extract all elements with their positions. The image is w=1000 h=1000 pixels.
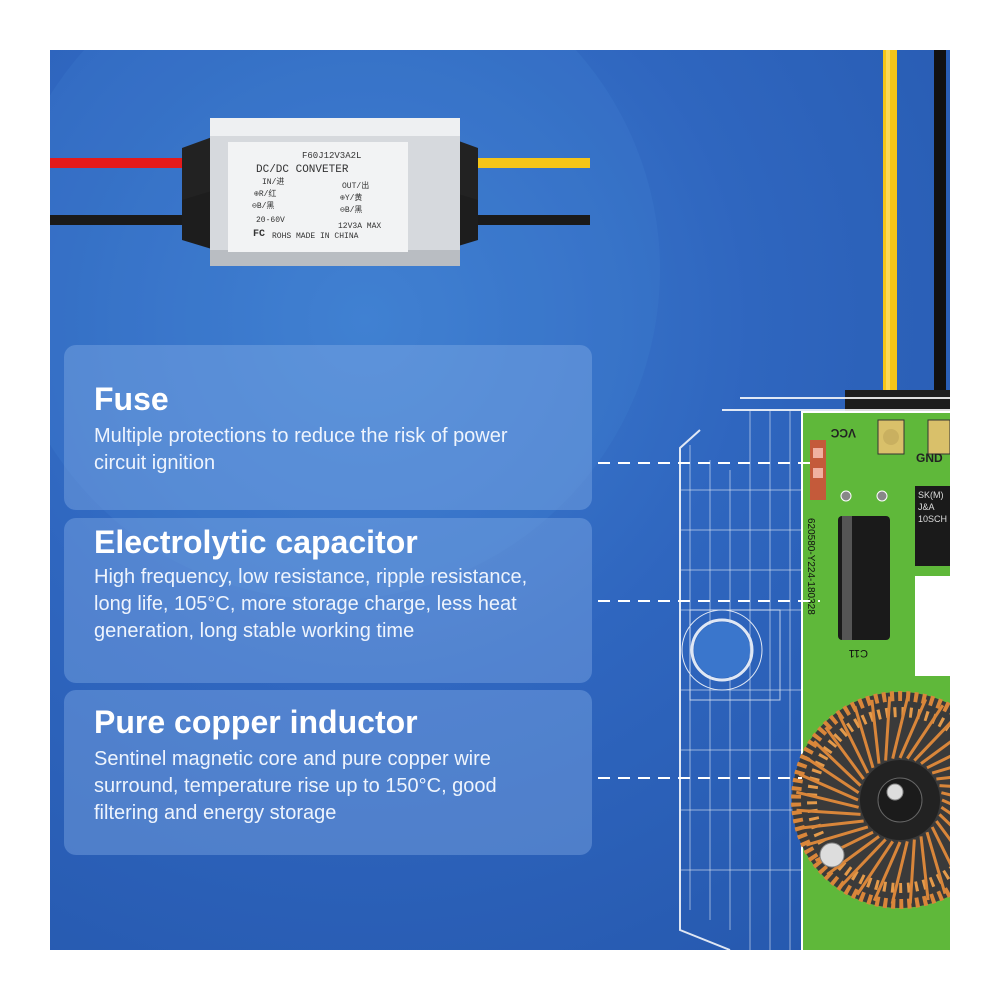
feature-title-capacitor: Electrolytic capacitor	[94, 524, 418, 560]
gnd-label: GND	[916, 451, 943, 465]
feature-card-fuse: Fuse Multiple protections to reduce the …	[64, 345, 592, 510]
converter-input-pos: ⊕R/红	[254, 188, 276, 199]
converter-input-neg: ⊖B/黑	[252, 201, 274, 211]
converter-input-label: IN/进	[262, 177, 284, 187]
copper-inductor	[791, 691, 950, 909]
product-image-stage: F60J12V3A2L DC/DC CONVETER IN/进 OUT/出 ⊕R…	[50, 50, 950, 950]
callout-lines	[598, 462, 820, 779]
black-input-wire	[50, 215, 190, 225]
converter-output-neg: ⊖B/黑	[340, 205, 362, 215]
product-illustration: F60J12V3A2L DC/DC CONVETER IN/进 OUT/出 ⊕R…	[50, 50, 950, 950]
feature-title-inductor: Pure copper inductor	[94, 704, 418, 740]
chip-line-2: J&A	[918, 502, 935, 512]
converter-input-range: 20-60V	[256, 216, 285, 225]
red-input-wire	[50, 158, 190, 168]
converter-output-rating: 12V3A MAX	[338, 222, 381, 231]
black-vertical-wire	[934, 50, 946, 400]
part-number-label: 620580-Y224-180328	[805, 518, 816, 615]
chip-line-3: 10SCH	[918, 514, 947, 524]
vcc-label: VCC	[830, 426, 856, 440]
feature-card-capacitor: Electrolytic capacitor High frequency, l…	[64, 518, 592, 683]
blueprint-wireframe	[679, 397, 950, 950]
capacitor-ref-label: C11	[849, 647, 868, 659]
fc-mark: FC	[253, 229, 265, 240]
chip-line-1: SK(M)	[918, 490, 944, 500]
converter-output-label: OUT/出	[342, 180, 369, 191]
yellow-output-wire	[470, 158, 590, 168]
feature-text-capacitor: High frequency, low resistance, ripple r…	[94, 566, 528, 642]
mounting-hole	[694, 622, 750, 678]
converter-wires	[50, 158, 590, 225]
converter-footer: ROHS MADE IN CHINA	[272, 232, 359, 241]
dc-converter-module: F60J12V3A2L DC/DC CONVETER IN/进 OUT/出 ⊕R…	[182, 118, 478, 266]
black-output-wire	[470, 215, 590, 225]
converter-model: F60J12V3A2L	[302, 151, 361, 161]
feature-text-inductor: Sentinel magnetic core and pure copper w…	[94, 748, 497, 824]
feature-title-fuse: Fuse	[94, 381, 169, 417]
feature-card-inductor: Pure copper inductor Sentinel magnetic c…	[64, 690, 592, 855]
converter-output-pos: ⊕Y/黄	[340, 192, 362, 203]
converter-title: DC/DC CONVETER	[256, 164, 349, 176]
chip-component	[915, 486, 950, 566]
feature-text-fuse: Multiple protections to reduce the risk …	[94, 425, 508, 474]
